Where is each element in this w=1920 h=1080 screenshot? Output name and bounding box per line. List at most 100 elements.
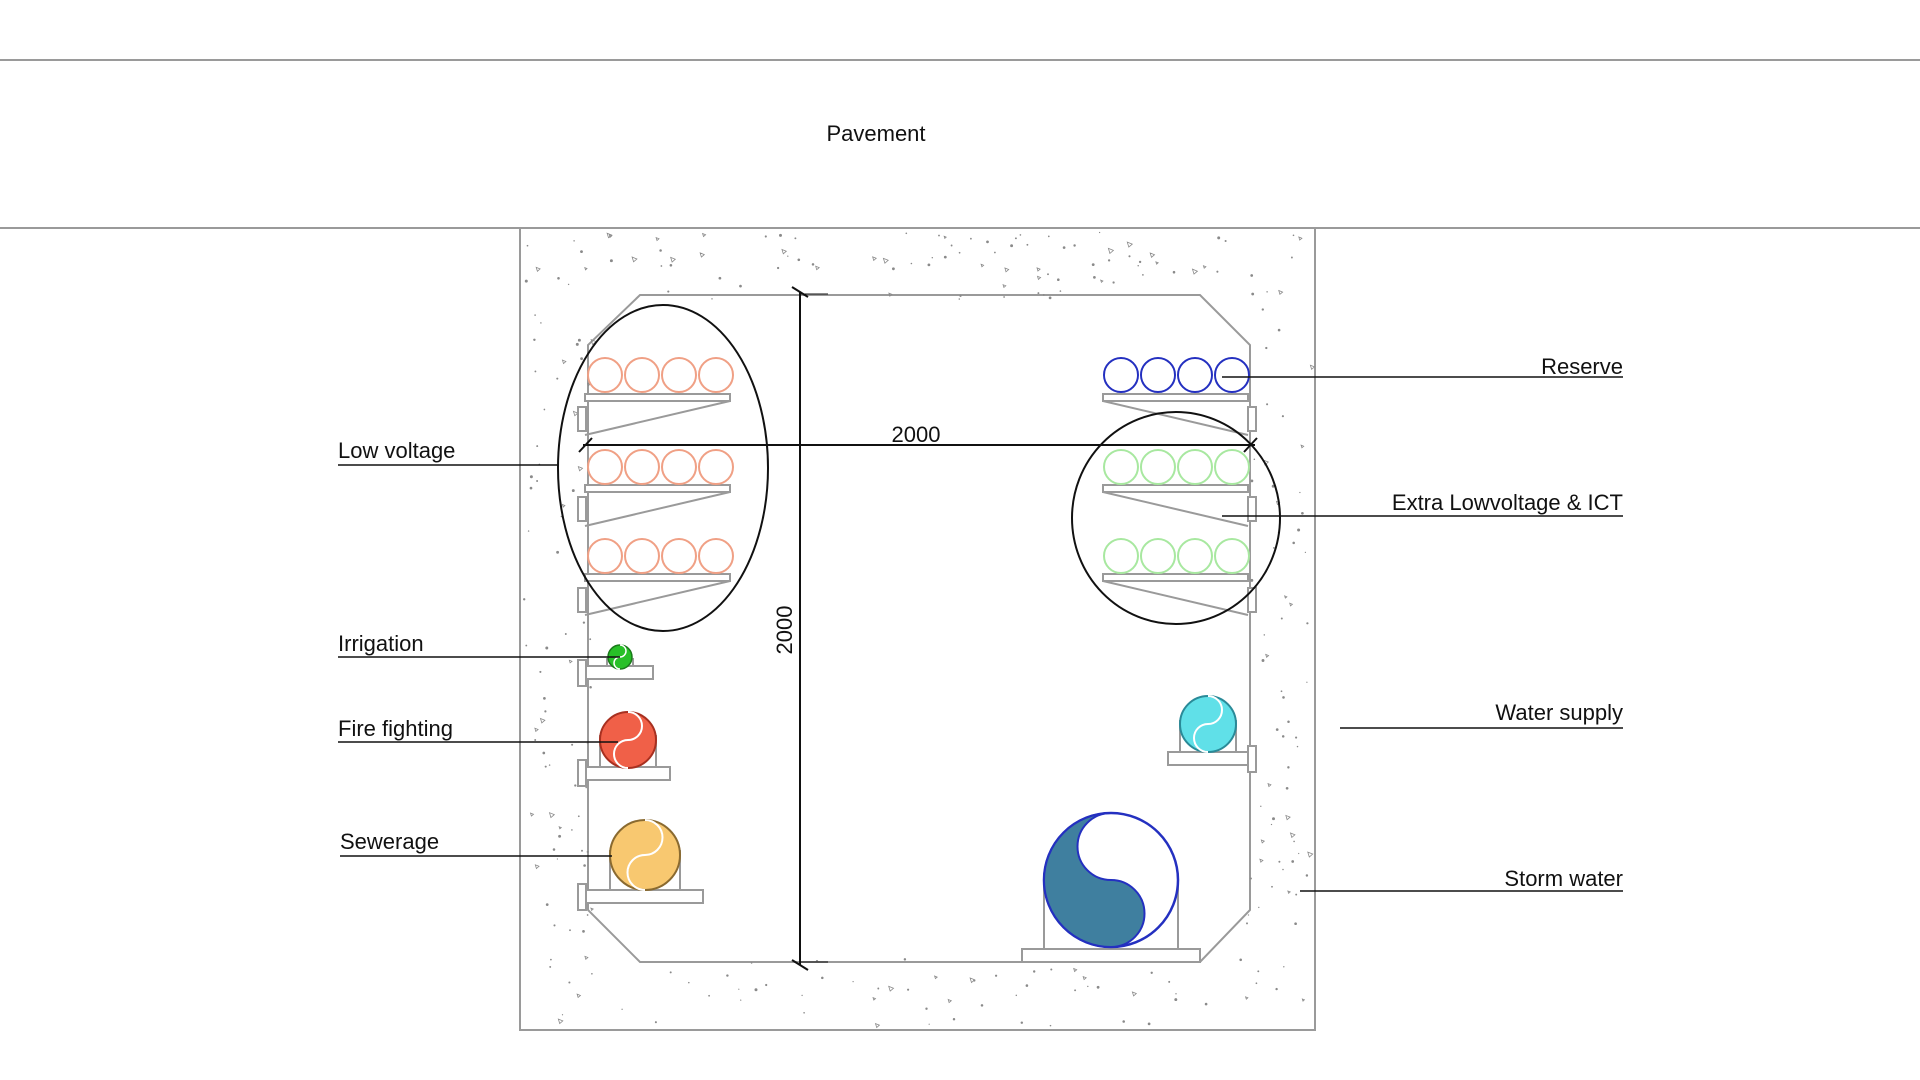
aggregate-speck — [1295, 893, 1298, 896]
pipe-swirl — [613, 711, 643, 769]
aggregate-speck — [1280, 690, 1283, 693]
aggregate-speck — [1260, 839, 1266, 844]
aggregate-speck — [1277, 328, 1281, 332]
aggregate-speck — [549, 965, 552, 968]
aggregate-speck — [801, 994, 803, 997]
aggregate-speck — [1266, 291, 1268, 293]
aggregate-speck — [1253, 458, 1256, 460]
aggregate-speck — [1175, 993, 1177, 995]
aggregate-speck — [1010, 244, 1014, 248]
rack-bracket — [1247, 587, 1257, 613]
aggregate-speck — [947, 998, 953, 1004]
elv-ict-group-outline — [1071, 411, 1281, 625]
cable — [587, 449, 623, 485]
aggregate-speck — [529, 486, 533, 490]
aggregate-speck — [524, 279, 528, 283]
aggregate-speck — [1259, 858, 1264, 863]
aggregate-speck — [561, 359, 567, 365]
aggregate-speck — [1282, 696, 1285, 699]
aggregate-speck — [1191, 268, 1199, 275]
aggregate-speck — [1249, 877, 1252, 880]
aggregate-speck — [1128, 255, 1131, 258]
rack-shelf — [1102, 484, 1249, 493]
cable — [1140, 449, 1176, 485]
aggregate-speck — [994, 251, 996, 254]
aggregate-speck — [586, 850, 589, 853]
aggregate-speck — [882, 257, 889, 264]
aggregate-speck — [1033, 970, 1036, 973]
label-fire-fighting: Fire fighting — [338, 716, 453, 741]
aggregate-speck — [738, 988, 740, 990]
irrigation-pipe — [577, 644, 654, 687]
rack-brace — [1102, 491, 1249, 527]
aggregate-speck — [1266, 403, 1269, 406]
aggregate-speck — [1204, 1002, 1208, 1006]
aggregate-speck — [1224, 239, 1227, 243]
aggregate-speck — [631, 256, 638, 263]
aggregate-speck — [781, 248, 788, 255]
cable — [1177, 357, 1213, 393]
aggregate-speck — [980, 263, 985, 268]
cable — [661, 357, 697, 393]
aggregate-speck — [582, 930, 585, 933]
aggregate-speck — [1291, 860, 1295, 863]
aggregate-speck — [564, 633, 567, 635]
pipe-bracket — [1247, 745, 1257, 773]
cable — [698, 449, 734, 485]
aggregate-speck — [1202, 265, 1207, 269]
aggregate-speck — [1275, 987, 1278, 991]
aggregate-speck — [584, 955, 589, 961]
cable — [698, 538, 734, 574]
aggregate-speck — [589, 685, 592, 689]
aggregate-speck — [534, 370, 537, 373]
rack-bracket — [577, 587, 587, 613]
cable — [1103, 357, 1139, 393]
aggregate-speck — [1126, 241, 1134, 248]
aggregate-speck — [874, 1022, 881, 1029]
aggregate-speck — [571, 489, 575, 493]
rack-shelf — [1102, 573, 1249, 582]
aggregate-speck — [1300, 444, 1305, 449]
aggregate-speck — [1301, 998, 1306, 1002]
aggregate-speck — [655, 236, 660, 242]
cable — [1103, 538, 1139, 574]
aggregate-speck — [1073, 244, 1076, 247]
aggregate-speck — [1020, 1021, 1024, 1024]
cable — [1214, 538, 1250, 574]
aggregate-speck — [718, 276, 722, 280]
aggregate-speck — [669, 971, 672, 974]
dimension-vertical-tick-bottom — [791, 959, 809, 971]
aggregate-speck — [589, 638, 592, 641]
aggregate-speck — [544, 765, 547, 768]
rack-shelf — [584, 573, 731, 582]
aggregate-speck — [1096, 985, 1100, 989]
label-reserve: Reserve — [1541, 354, 1623, 379]
aggregate-speck — [571, 743, 574, 746]
right-labels: Reserve Extra Lowvoltage & ICT Water sup… — [1222, 354, 1623, 892]
aggregate-speck — [567, 283, 570, 286]
aggregate-speck — [1287, 720, 1290, 724]
aggregate-speck — [1287, 766, 1290, 769]
aggregate-speck — [969, 977, 976, 984]
aggregate-speck — [1093, 276, 1096, 279]
aggregate-speck — [958, 251, 961, 254]
aggregate-speck — [552, 848, 556, 851]
aggregate-speck — [1137, 265, 1139, 267]
aggregate-speck — [1306, 622, 1309, 625]
aggregate-speck — [1292, 541, 1295, 545]
aggregate-speck — [535, 266, 541, 273]
aggregate-speck — [927, 263, 931, 267]
aggregate-speck — [1244, 996, 1249, 1000]
aggregate-speck — [1304, 551, 1307, 554]
aggregate-speck — [1280, 617, 1283, 620]
aggregate-speck — [1047, 273, 1049, 276]
aggregate-speck — [1100, 279, 1104, 284]
aggregate-speck — [1293, 840, 1295, 843]
cable — [624, 449, 660, 485]
aggregate-speck — [1285, 814, 1291, 821]
dimension-vertical-tick-top — [791, 286, 809, 298]
cable — [1103, 449, 1139, 485]
aggregate-speck — [529, 812, 535, 817]
aggregate-speck — [1292, 234, 1295, 237]
aggregate-speck — [821, 976, 824, 980]
